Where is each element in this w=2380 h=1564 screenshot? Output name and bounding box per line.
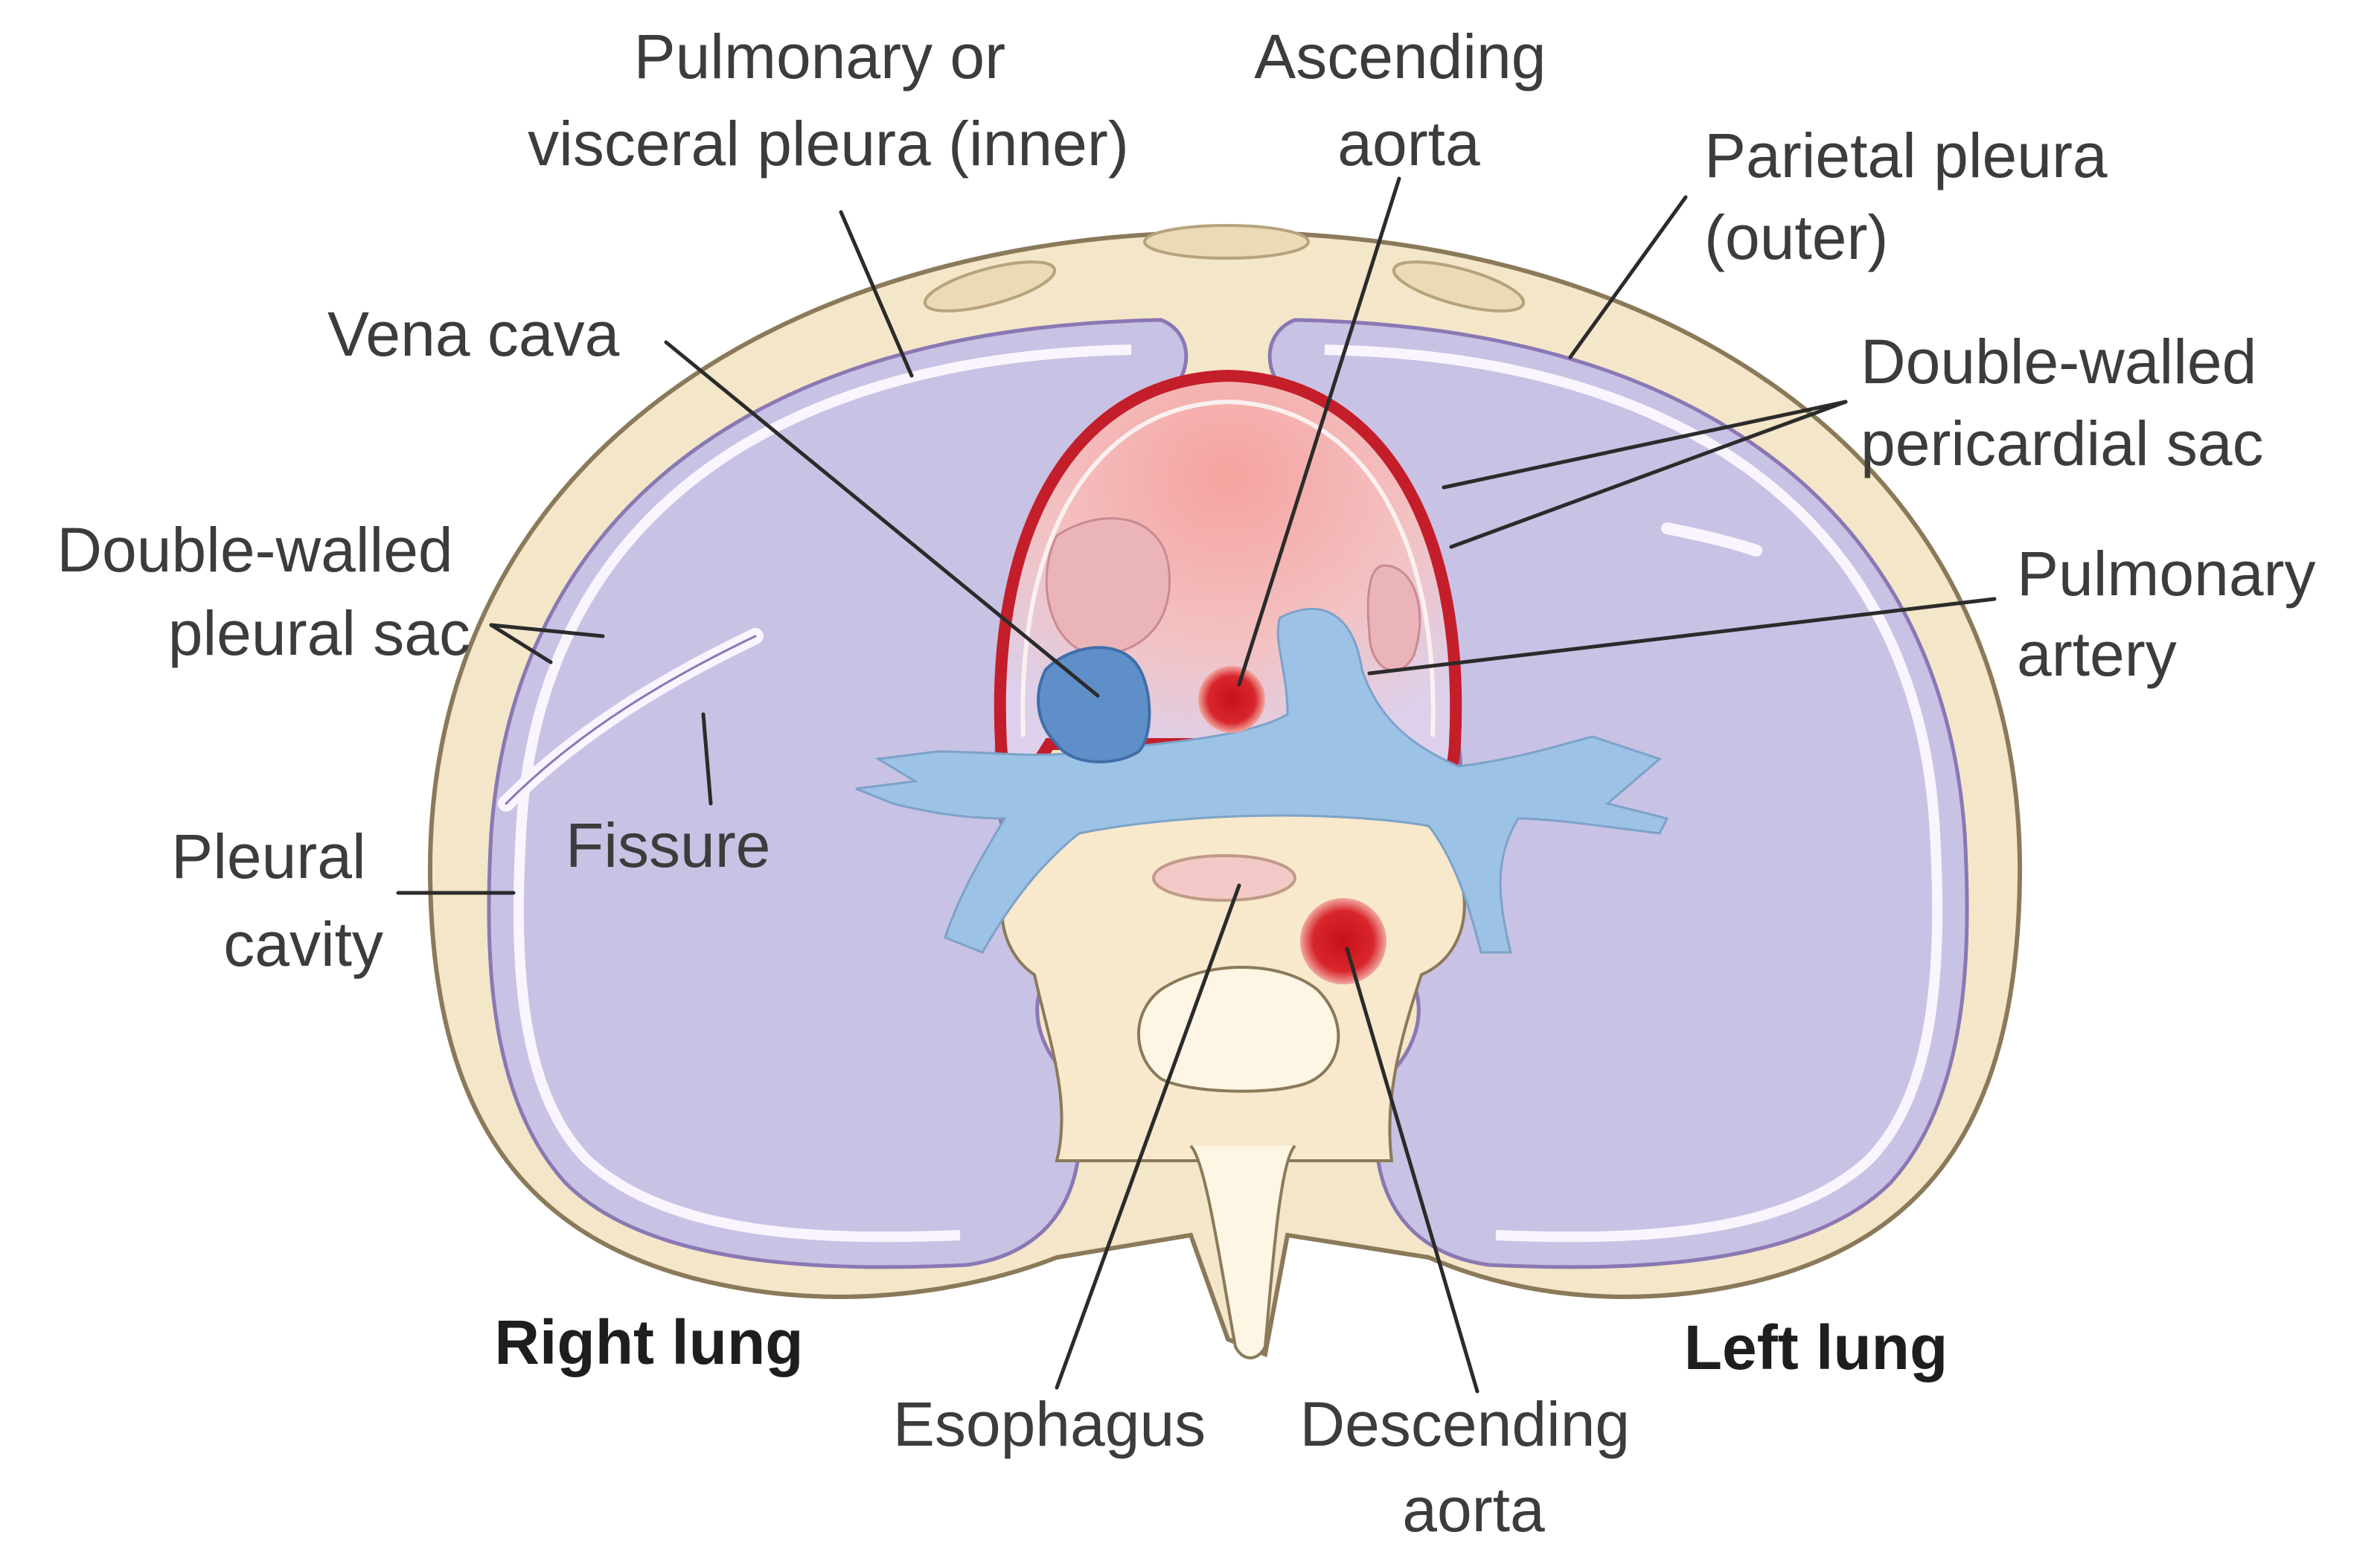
label-double-walled-pleural-sac: Double-walled pleural sac bbox=[57, 515, 470, 668]
label-esophagus: Esophagus bbox=[893, 1389, 1206, 1459]
vertebra bbox=[1137, 966, 1340, 1093]
esophagus-shape bbox=[1152, 854, 1296, 902]
leader-lines bbox=[396, 176, 1997, 1394]
label-pulmonary-artery: Pulmonary artery bbox=[2017, 539, 2333, 689]
label-right-lung: Right lung bbox=[494, 1307, 803, 1377]
ascending-aorta-shape bbox=[1198, 666, 1265, 733]
label-pulmonary-visceral-pleura: Pulmonary or visceral pleura (inner) bbox=[528, 22, 1129, 179]
label-vena-cava: Vena cava bbox=[327, 299, 620, 369]
left-lung-fissure-mark bbox=[1661, 522, 1762, 557]
vena-cava-shape bbox=[1037, 646, 1151, 763]
label-fissure: Fissure bbox=[566, 810, 770, 880]
label-descending-aorta: Descending aorta bbox=[1300, 1389, 1648, 1545]
left-pleura-line bbox=[1324, 344, 1943, 1243]
descending-aorta-shape bbox=[1300, 898, 1386, 984]
pulmonary-artery-shape bbox=[855, 608, 1669, 954]
labels: Pulmonary or visceral pleura (inner) Asc… bbox=[57, 22, 2333, 1545]
label-double-walled-pericardial-sac: Double-walled pericardial sac bbox=[1861, 327, 2274, 478]
label-pleural-cavity: Pleural cavity bbox=[171, 821, 383, 979]
label-parietal-pleura: Parietal pleura (outer) bbox=[1704, 121, 2125, 272]
heart-chamber-right bbox=[1045, 517, 1171, 656]
spinous-process bbox=[1189, 1144, 1296, 1359]
label-ascending-aorta: Ascending aorta bbox=[1254, 22, 1564, 179]
label-left-lung: Left lung bbox=[1684, 1313, 1948, 1382]
